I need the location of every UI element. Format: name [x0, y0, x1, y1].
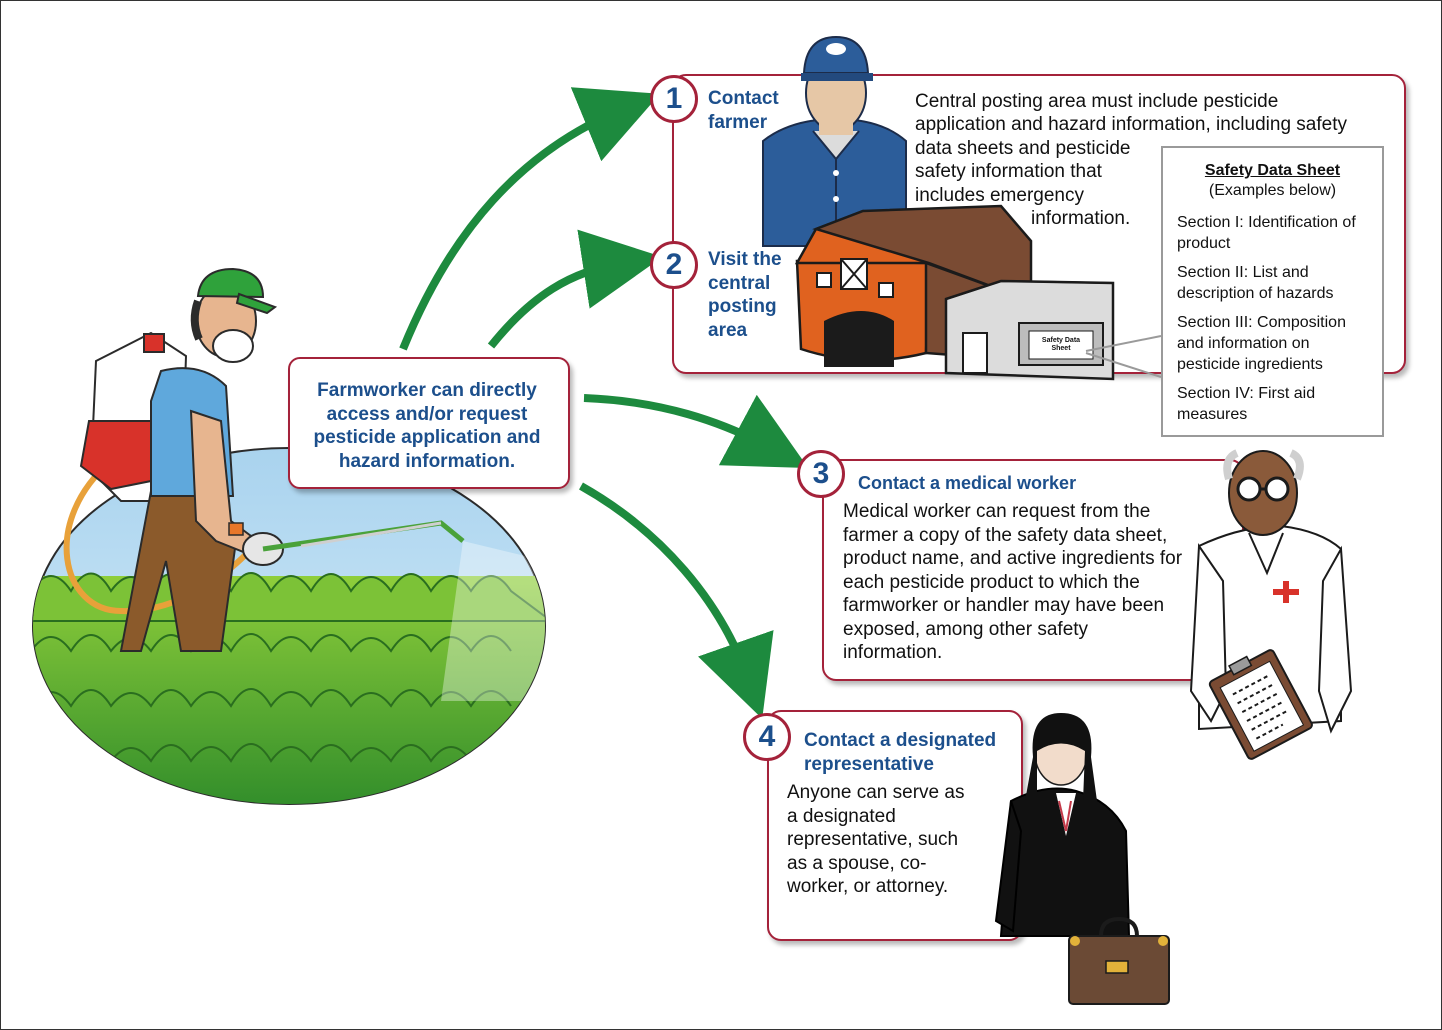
barn-sign-label: Safety Data Sheet [1041, 337, 1081, 352]
posting-line: includes emergency [915, 185, 1084, 206]
step-3-number: 3 [797, 450, 845, 498]
safety-data-sheet-panel: Safety Data Sheet (Examples below) Secti… [1161, 146, 1384, 437]
step-1-heading: Contact farmer [708, 88, 779, 133]
posting-line: information. [1031, 208, 1131, 229]
farmworker-access-box [288, 357, 570, 489]
posting-line: Central posting area must include pestic… [915, 91, 1279, 112]
medical-worker-box [822, 459, 1244, 681]
medical-worker-description: Medical worker can request from the farm… [843, 501, 1183, 663]
farmworker-figure [63, 267, 465, 652]
posting-line: application and hazard information, incl… [915, 114, 1347, 135]
step-3-heading: Contact a medical worker [858, 473, 1077, 493]
posting-line: data sheets and pesticide [915, 138, 1131, 159]
representative-box [767, 710, 1023, 941]
farmworker-access-text: Farmworker can directly access and/or re… [313, 380, 541, 472]
medical-worker-figure [1189, 449, 1353, 760]
representative-description: Anyone can serve as a designated represe… [787, 782, 965, 897]
arrow-to-step-4 [579, 482, 774, 719]
step-4-number: 4 [743, 713, 791, 761]
sds-section: Section III: Composition and information… [1177, 314, 1346, 373]
barn-posting-area [794, 204, 1162, 381]
sds-title: Safety Data Sheet [1204, 162, 1341, 179]
sds-section: Section I: Identification of product [1177, 214, 1356, 252]
arrow-to-step-3 [583, 394, 809, 468]
sds-section: Section II: List and description of haza… [1177, 264, 1334, 302]
arrow-to-step-1 [399, 87, 660, 351]
flow-arrows [399, 87, 809, 719]
representative-figure [994, 713, 1170, 1005]
arrow-to-step-2 [487, 229, 663, 349]
step-4-heading: Contact a designated representative [804, 730, 997, 775]
sds-subtitle: (Examples below) [1208, 182, 1337, 199]
posting-line: safety information that [915, 161, 1102, 182]
step-2-number: 2 [650, 241, 698, 289]
step-1-number: 1 [650, 75, 698, 123]
sds-section: Section IV: First aid measures [1177, 385, 1316, 423]
step-2-heading: Visit the central posting area [708, 249, 782, 341]
